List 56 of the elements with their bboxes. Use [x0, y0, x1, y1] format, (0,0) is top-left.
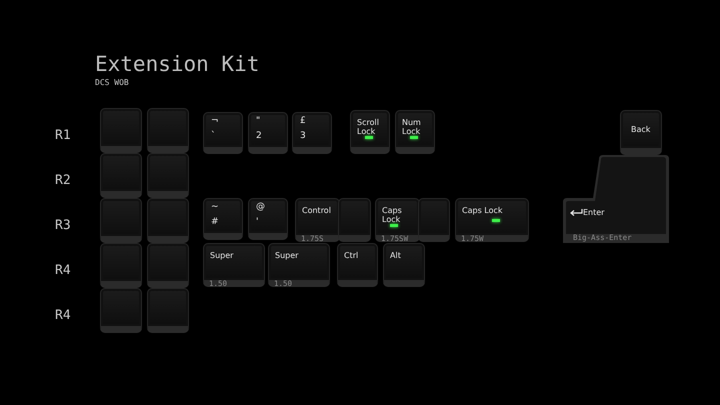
- key-legend: Control: [302, 206, 331, 215]
- key-legend: Caps Lock: [382, 206, 412, 224]
- key-legend: @: [256, 203, 265, 212]
- subtitle: DCS WOB: [95, 78, 129, 87]
- key-legend: Super: [275, 251, 298, 260]
- key-legend: Num Lock: [402, 118, 432, 136]
- keycap: [292, 112, 332, 154]
- keycap: [383, 243, 425, 287]
- enter-keycap: [563, 155, 669, 243]
- blank-keycap: [100, 198, 142, 243]
- key-legend: Enter: [583, 208, 604, 217]
- blank-keycap: [147, 198, 189, 243]
- blank-keycap: [418, 198, 450, 242]
- row-label: R2: [55, 173, 71, 188]
- keycap: [268, 243, 330, 287]
- blank-keycap: [147, 153, 189, 198]
- key-legend: £: [300, 117, 306, 126]
- blank-keycap: [100, 153, 142, 198]
- title: Extension Kit: [95, 52, 260, 76]
- row-label: R4: [55, 263, 71, 278]
- blank-keycap: [100, 288, 142, 333]
- keycap: [203, 243, 265, 287]
- keycap: [295, 198, 340, 242]
- blank-keycap: [100, 108, 142, 153]
- blank-keycap: [147, 243, 189, 288]
- key-legend: Alt: [390, 251, 401, 260]
- key-legend: ": [256, 117, 260, 126]
- keycap: [248, 198, 288, 240]
- key-legend: Ctrl: [344, 251, 358, 260]
- blank-keycap: [147, 288, 189, 333]
- key-legend: Caps Lock: [462, 206, 503, 215]
- keycap: [395, 110, 435, 154]
- blank-keycap: [100, 243, 142, 288]
- blank-keycap: [147, 108, 189, 153]
- keycap: [248, 112, 288, 154]
- row-label: R4: [55, 308, 71, 323]
- keycap: [203, 198, 243, 240]
- key-legend: ': [256, 218, 258, 227]
- key-legend: ~: [211, 203, 219, 212]
- keycap: [203, 112, 243, 154]
- blank-keycap: [338, 198, 371, 242]
- key-legend: Super: [210, 251, 234, 260]
- keycap: [337, 243, 378, 287]
- row-label: R1: [55, 128, 71, 143]
- key-legend: #: [211, 218, 219, 227]
- keycap: [375, 198, 420, 242]
- key-legend: Scroll Lock: [357, 118, 387, 136]
- key-legend: 3: [300, 132, 306, 141]
- keycap: [455, 198, 529, 242]
- key-legend: 2: [256, 132, 262, 141]
- key-legend: ¬: [211, 117, 219, 126]
- keycap: [350, 110, 390, 154]
- row-label: R3: [55, 218, 71, 233]
- key-legend: `: [211, 132, 216, 141]
- keycap: [620, 110, 662, 155]
- key-legend: Back: [631, 125, 650, 134]
